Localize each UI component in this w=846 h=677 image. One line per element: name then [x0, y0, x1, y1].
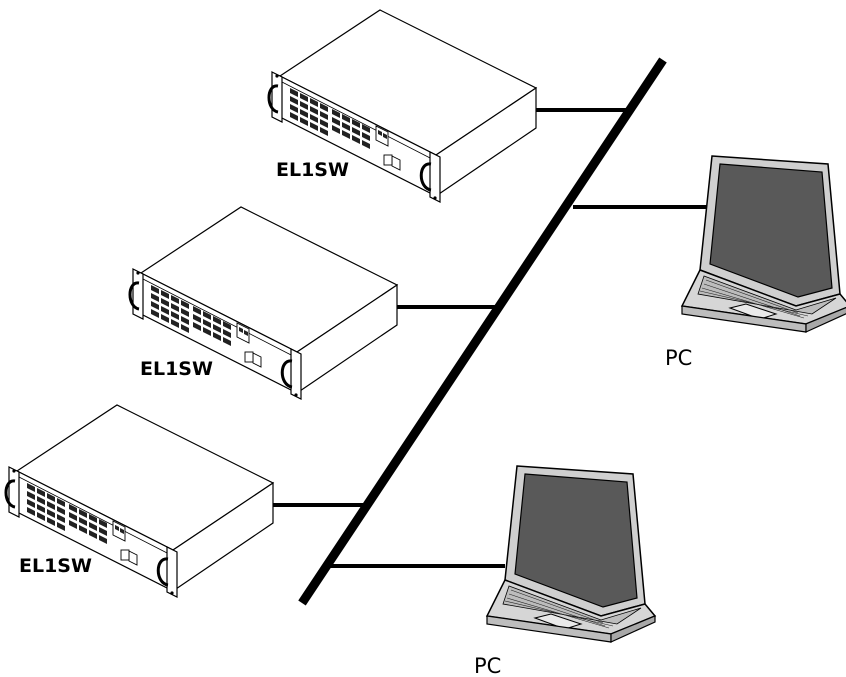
- laptop-icon: [486, 465, 656, 643]
- switch-label: EL1SW: [276, 159, 349, 181]
- switch-label: EL1SW: [19, 555, 92, 577]
- laptop-icon: [681, 155, 846, 333]
- switch-label: EL1SW: [140, 358, 213, 380]
- pc-label: PC: [474, 654, 501, 677]
- pc-laptop-1: [681, 155, 846, 333]
- pc-laptop-2: [486, 465, 656, 643]
- network-backbone: [298, 57, 667, 606]
- pc-label: PC: [665, 346, 692, 370]
